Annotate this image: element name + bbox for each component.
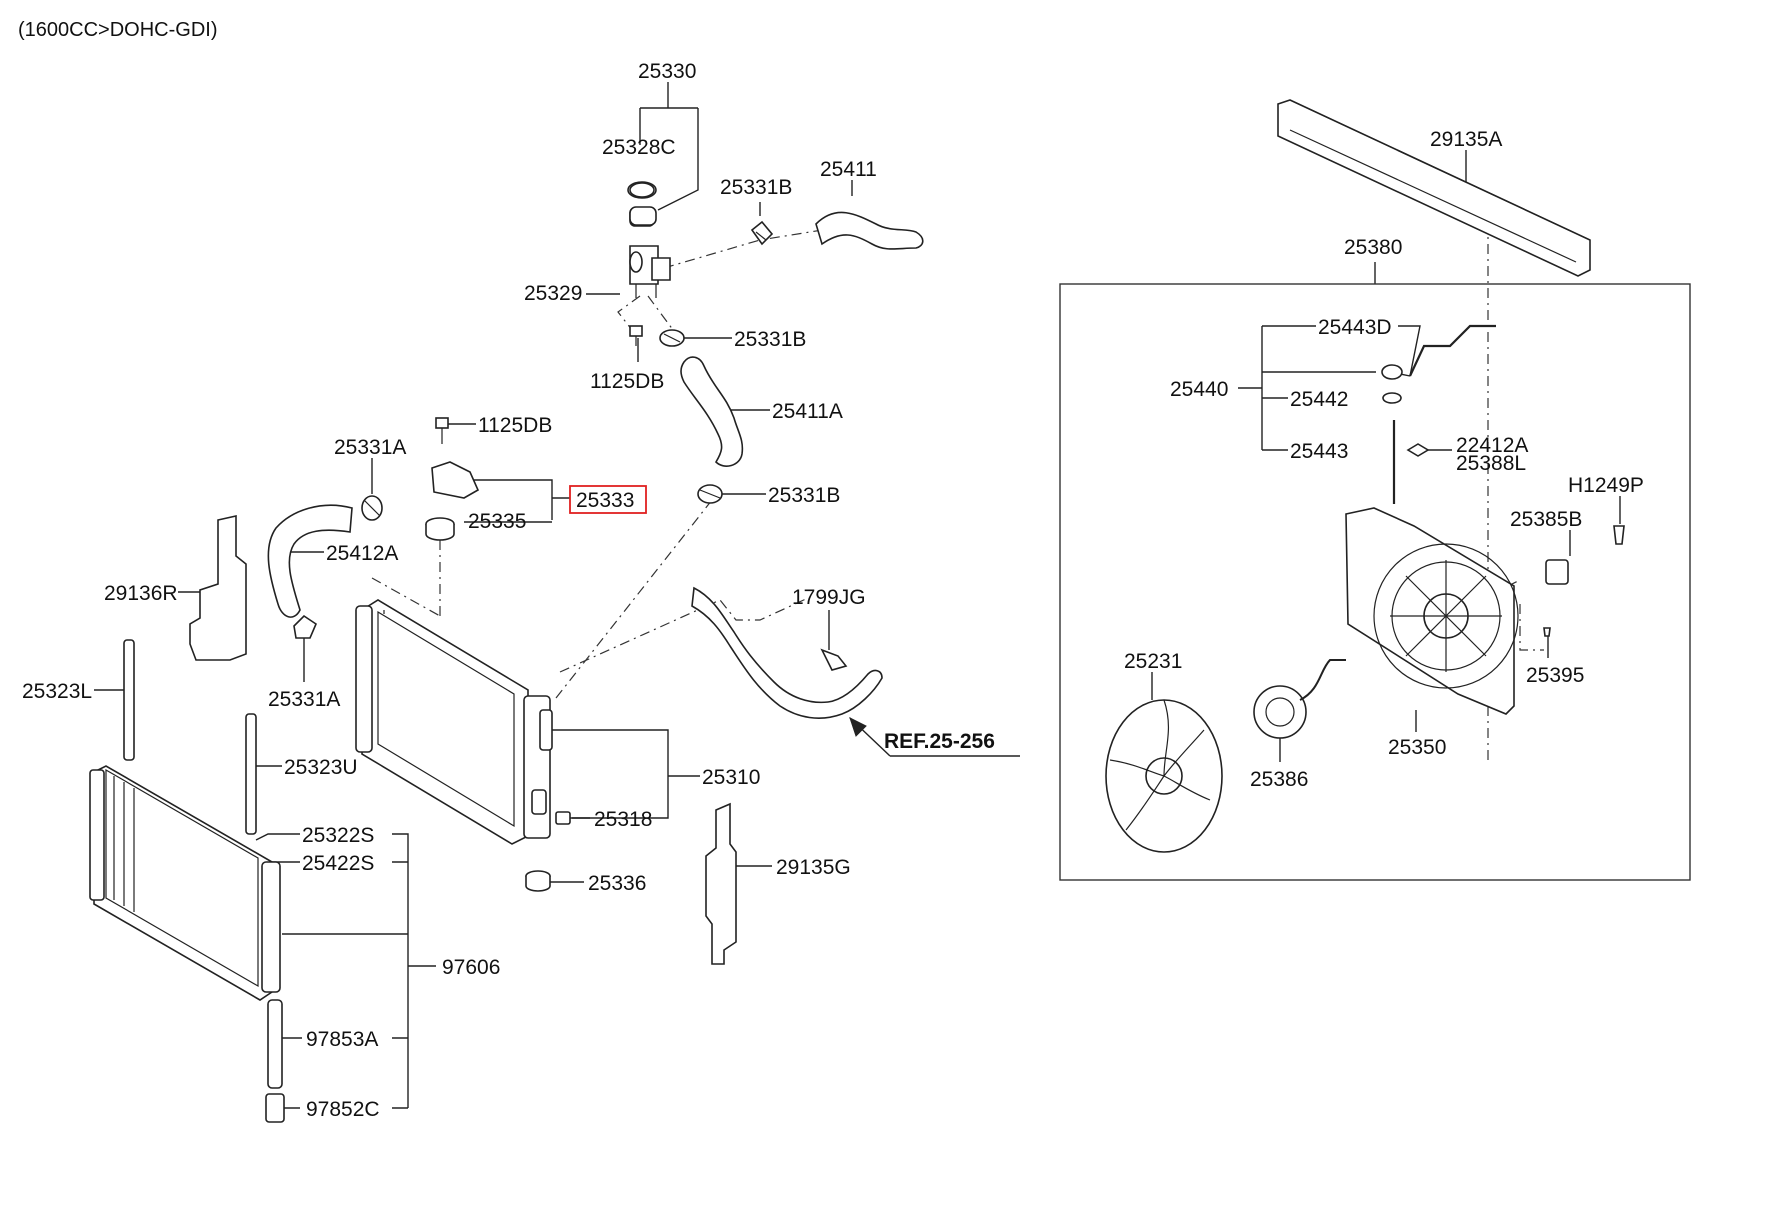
engine-variant-label: (1600CC>DOHC-GDI) [18, 19, 217, 41]
label-25323u[interactable]: 25323U [284, 756, 358, 779]
label-25310[interactable]: 25310 [702, 766, 760, 789]
label-25231[interactable]: 25231 [1124, 650, 1182, 673]
drain-plug[interactable] [555, 811, 571, 825]
label-25322s[interactable]: 25322S [302, 824, 374, 847]
air-guard-29136r[interactable] [189, 515, 247, 661]
part-22412a[interactable] [1406, 443, 1430, 457]
wiring-25443d[interactable] [1409, 324, 1496, 377]
seal-strip-25323l[interactable] [123, 639, 135, 761]
label-25318[interactable]: 25318 [594, 808, 652, 831]
label-25329[interactable]: 25329 [524, 282, 582, 305]
hose-clamp-25331a-upper[interactable] [361, 495, 383, 521]
hose-clamp-25331a-lower[interactable] [293, 614, 317, 639]
label-29135g[interactable]: 29135G [776, 856, 851, 879]
receiver-drier[interactable] [267, 999, 283, 1089]
label-22412a[interactable]: 22412A [1456, 434, 1528, 457]
label-25330[interactable]: 25330 [638, 60, 696, 83]
label-1799jg[interactable]: 1799JG [792, 586, 866, 609]
label-25443[interactable]: 25443 [1290, 440, 1348, 463]
filler-neck-housing[interactable] [627, 181, 671, 298]
part-labels: 25330 25328C 25411 25331B 25329 25331B 1… [22, 60, 1644, 1121]
hose-clamp-mid[interactable] [659, 329, 685, 347]
bolt-1125db-upper[interactable] [629, 325, 643, 346]
radiator-mount-bracket[interactable] [431, 461, 480, 499]
hose-clamp-top[interactable] [750, 220, 774, 246]
label-25422s[interactable]: 25422S [302, 852, 374, 875]
fan-assembly-box [1059, 283, 1691, 881]
label-1125db-lower[interactable]: 1125DB [478, 414, 552, 437]
filler-cap-seal[interactable] [629, 182, 655, 198]
label-25443d[interactable]: 25443D [1318, 316, 1392, 339]
radiator-insulator[interactable] [425, 517, 455, 541]
fan-shroud[interactable] [1345, 507, 1519, 715]
label-25411a[interactable]: 25411A [772, 400, 843, 423]
condenser-assembly[interactable] [89, 765, 281, 1001]
label-25336[interactable]: 25336 [588, 872, 646, 895]
label-97852c[interactable]: 97852C [306, 1098, 380, 1121]
part-25395[interactable] [1543, 627, 1551, 637]
reference-label[interactable]: REF.25-256 [884, 730, 995, 753]
fan-motor[interactable] [1253, 659, 1346, 739]
label-25380[interactable]: 25380 [1344, 236, 1402, 259]
air-guard-29135g[interactable] [705, 802, 737, 965]
receiver-drier-cap[interactable] [265, 1093, 285, 1123]
label-25323l[interactable]: 25323L [22, 680, 92, 703]
grommet-25442[interactable] [1382, 392, 1402, 404]
label-25331b-top[interactable]: 25331B [720, 176, 792, 199]
radiator-assembly[interactable] [355, 599, 553, 845]
upper-hose-25411[interactable] [815, 211, 924, 250]
lower-insulator[interactable] [525, 870, 551, 892]
label-25331a-lower[interactable]: 25331A [268, 688, 340, 711]
fan-resistor[interactable] [1545, 559, 1569, 585]
reservoir-hose-clip[interactable] [820, 648, 848, 671]
label-25331b-mid[interactable]: 25331B [734, 328, 806, 351]
upper-cover-29135a[interactable] [1277, 99, 1591, 277]
label-29135a[interactable]: 29135A [1430, 128, 1502, 151]
label-h1249p[interactable]: H1249P [1568, 474, 1644, 497]
label-25328c[interactable]: 25328C [602, 136, 676, 159]
reservoir-hose[interactable] [691, 586, 883, 719]
label-25331a-upper[interactable]: 25331A [334, 436, 406, 459]
label-97853a[interactable]: 97853A [306, 1028, 378, 1051]
label-25386[interactable]: 25386 [1250, 768, 1308, 791]
label-25388l[interactable]: 25388L [1456, 452, 1526, 475]
lower-hose-25412a[interactable] [267, 504, 353, 618]
hose-clamp-lower[interactable] [697, 484, 723, 504]
screw-h1249p[interactable] [1613, 525, 1625, 545]
label-97606[interactable]: 97606 [442, 956, 500, 979]
cooling-fan[interactable] [1105, 699, 1223, 853]
label-1125db-upper[interactable]: 1125DB [590, 370, 664, 393]
label-25395[interactable]: 25395 [1526, 664, 1584, 687]
label-25350[interactable]: 25350 [1388, 736, 1446, 759]
label-25333[interactable]: 25333 [576, 489, 634, 512]
clip-25443d[interactable] [1381, 364, 1403, 380]
label-25385b[interactable]: 25385B [1510, 508, 1582, 531]
label-25331b-lower[interactable]: 25331B [768, 484, 840, 507]
label-29136r[interactable]: 29136R [104, 582, 178, 605]
seal-strip-25323u[interactable] [245, 713, 257, 835]
highlight-box-25333 [569, 485, 647, 514]
label-25411[interactable]: 25411 [820, 158, 877, 181]
hose-25411a[interactable] [680, 356, 744, 467]
label-25335[interactable]: 25335 [468, 510, 526, 533]
bolt-1125db-lower[interactable] [435, 417, 449, 444]
label-25442[interactable]: 25442 [1290, 388, 1348, 411]
label-25440[interactable]: 25440 [1170, 378, 1228, 401]
filler-cap[interactable] [629, 206, 657, 226]
label-25412a[interactable]: 25412A [326, 542, 398, 565]
